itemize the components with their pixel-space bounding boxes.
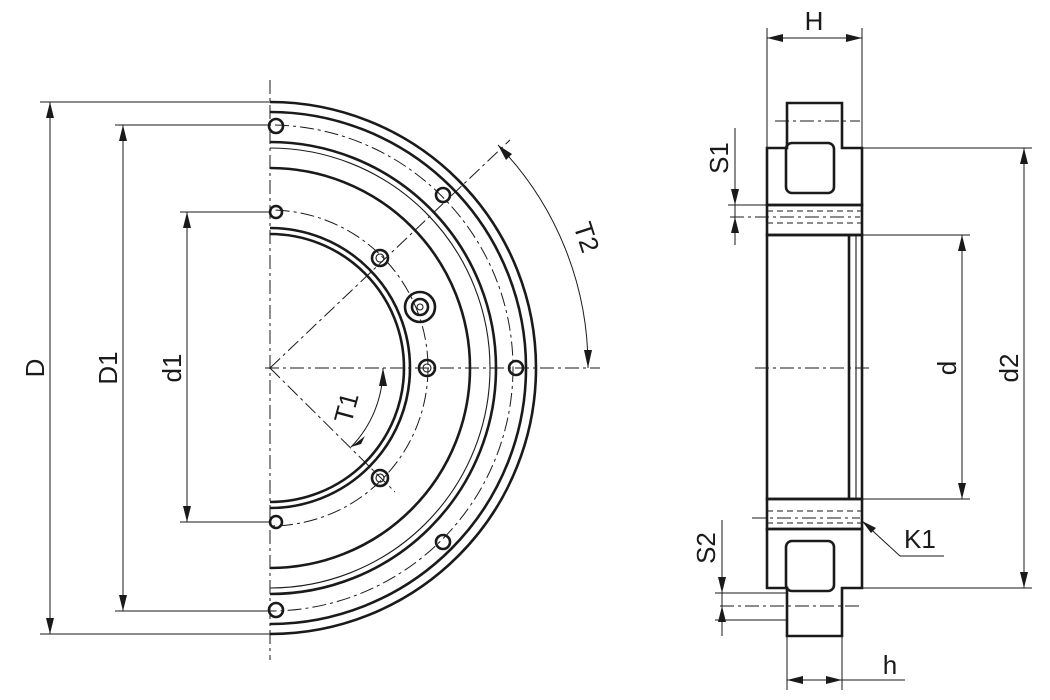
- dimension-D1: D1: [93, 124, 270, 612]
- dimension-S2: S2: [691, 520, 787, 636]
- label-D: D: [20, 359, 50, 378]
- upper-outer-ring-section: [765, 101, 864, 207]
- t1-angle-line: [269, 367, 396, 493]
- inner-hole-upper-center: [375, 253, 385, 263]
- grease-nipple-center: [416, 303, 424, 311]
- label-D1: D1: [93, 351, 123, 384]
- dimension-H: H: [766, 6, 863, 148]
- label-H: H: [805, 6, 824, 36]
- hole-lower-right: [434, 533, 452, 551]
- grease-nipple-outer: [403, 290, 437, 324]
- upper-inner-ring-band: [765, 203, 864, 237]
- outer-ring-edge: [270, 100, 538, 636]
- inner-hole-top: [268, 204, 284, 220]
- dimension-D: D: [20, 101, 270, 635]
- outer-bolt-circle: [270, 124, 514, 612]
- label-d1: d1: [157, 354, 187, 383]
- label-S2: S2: [691, 532, 721, 564]
- inner-bore-edge: [270, 232, 406, 504]
- label-S1: S1: [704, 142, 734, 174]
- t2-angle-line-lower: [269, 139, 511, 369]
- hole-bottom: [267, 601, 285, 619]
- inner-bolt-circle: [270, 209, 429, 527]
- inner-ring-outer-edge: [270, 226, 412, 510]
- race-outer-edge: [270, 140, 498, 596]
- hole-top: [267, 117, 285, 135]
- inner-hole-lower-center: [375, 473, 385, 483]
- inner-hole-right-center: [422, 363, 432, 373]
- hole-right: [507, 359, 525, 377]
- dimension-d2: d2: [862, 147, 1032, 589]
- dimension-d: d: [862, 234, 970, 500]
- hole-upper-right: [434, 186, 452, 204]
- label-K1: K1: [904, 524, 936, 554]
- outer-ring-holes: [267, 117, 525, 619]
- label-h: h: [883, 650, 897, 680]
- dimension-d1: d1: [157, 211, 270, 523]
- label-T1: T1: [328, 389, 365, 426]
- dimension-T1: T1: [328, 367, 387, 448]
- dimension-T2: T2: [497, 144, 606, 369]
- leader-K1: K1: [861, 520, 944, 557]
- inner-hole-right: [417, 358, 437, 378]
- dimension-S1: S1: [704, 128, 767, 245]
- inner-hole-bottom: [268, 514, 284, 530]
- label-T2: T2: [568, 218, 606, 256]
- front-view: D D1 d1 T1: [20, 80, 606, 660]
- lower-inner-ring-band: [765, 497, 864, 531]
- grease-nipple-inner: [410, 297, 430, 317]
- inner-hole-lower: [370, 468, 390, 488]
- dimension-h: h: [786, 636, 905, 690]
- label-d2: d2: [994, 354, 1024, 383]
- race-inner-edge: [270, 147, 491, 589]
- inner-hole-upper: [370, 248, 390, 268]
- label-d: d: [932, 361, 962, 375]
- seal-gap-edge: [270, 166, 472, 570]
- inner-ring-holes: [268, 204, 437, 530]
- side-section-view: H S1 S2 d: [691, 6, 1032, 690]
- outer-ring-inner-edge: [270, 110, 528, 626]
